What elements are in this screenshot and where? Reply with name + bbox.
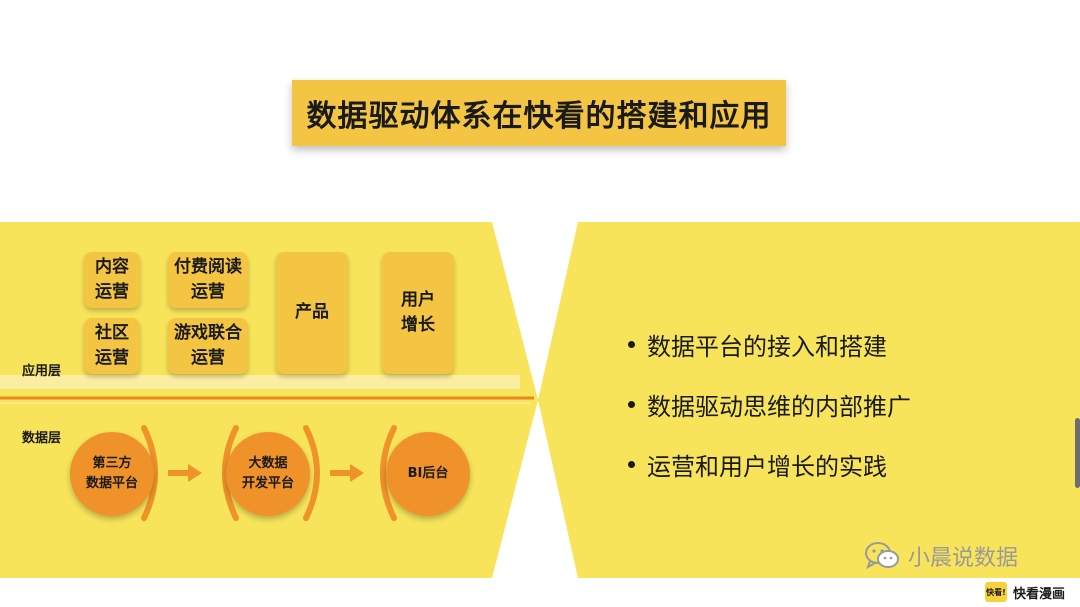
right-panel-shape — [538, 222, 1080, 578]
app-box-user-growth: 用户 增长 — [382, 252, 454, 374]
bullet-dot-icon — [628, 460, 635, 468]
brand-name: 快看漫画 — [1013, 586, 1066, 602]
bracket-right-1 — [141, 425, 158, 521]
bracket-right-2 — [303, 425, 320, 521]
arrow-icon — [168, 464, 202, 482]
bullet-dot-icon — [628, 340, 635, 348]
application-layer-label: 应用层 — [22, 364, 62, 379]
right-panel-background — [538, 222, 1080, 578]
arrow-icon — [330, 464, 364, 482]
bullet-list: 数据平台的接入和搭建 数据驱动思维的内部推广 运营和用户增长的实践 — [628, 314, 911, 494]
bracket-left-2 — [222, 425, 239, 521]
app-box-community-ops: 社区 运营 — [84, 318, 140, 374]
bullet-dot-icon — [628, 400, 635, 408]
app-box-content-ops: 内容 运营 — [84, 252, 140, 308]
data-flow-decorations — [141, 425, 397, 521]
bullet-item: 数据驱动思维的内部推广 — [628, 374, 911, 434]
scrollbar-handle[interactable] — [1075, 418, 1080, 488]
node-big-data-dev-platform: 大数据 开发平台 — [226, 432, 310, 516]
app-box-game-joint-ops: 游戏联合 运营 — [168, 318, 248, 374]
node-third-party-data-platform: 第三方 数据平台 — [70, 432, 154, 516]
app-box-product: 产品 — [276, 252, 348, 374]
bullet-item: 运营和用户增长的实践 — [628, 434, 911, 494]
brand: 快看! 快看漫画 — [985, 582, 1065, 602]
data-layer-label: 数据层 — [22, 431, 62, 446]
wechat-watermark: 小晨说数据 — [864, 540, 1018, 572]
page-title: 数据驱动体系在快看的搭建和应用 — [306, 99, 772, 134]
right-panel — [538, 222, 1080, 578]
app-box-paid-reading-ops: 付费阅读 运营 — [168, 252, 248, 308]
node-bi-backend: BI后台 — [386, 432, 470, 516]
layer-band — [0, 375, 520, 389]
bracket-left-3 — [380, 425, 397, 521]
brand-logo: 快看! — [985, 582, 1007, 602]
watermark-text: 小晨说数据 — [908, 546, 1019, 571]
title-banner: 数据驱动体系在快看的搭建和应用 — [292, 80, 786, 146]
wechat-icon — [865, 542, 899, 570]
bullet-item: 数据平台的接入和搭建 — [628, 314, 911, 374]
